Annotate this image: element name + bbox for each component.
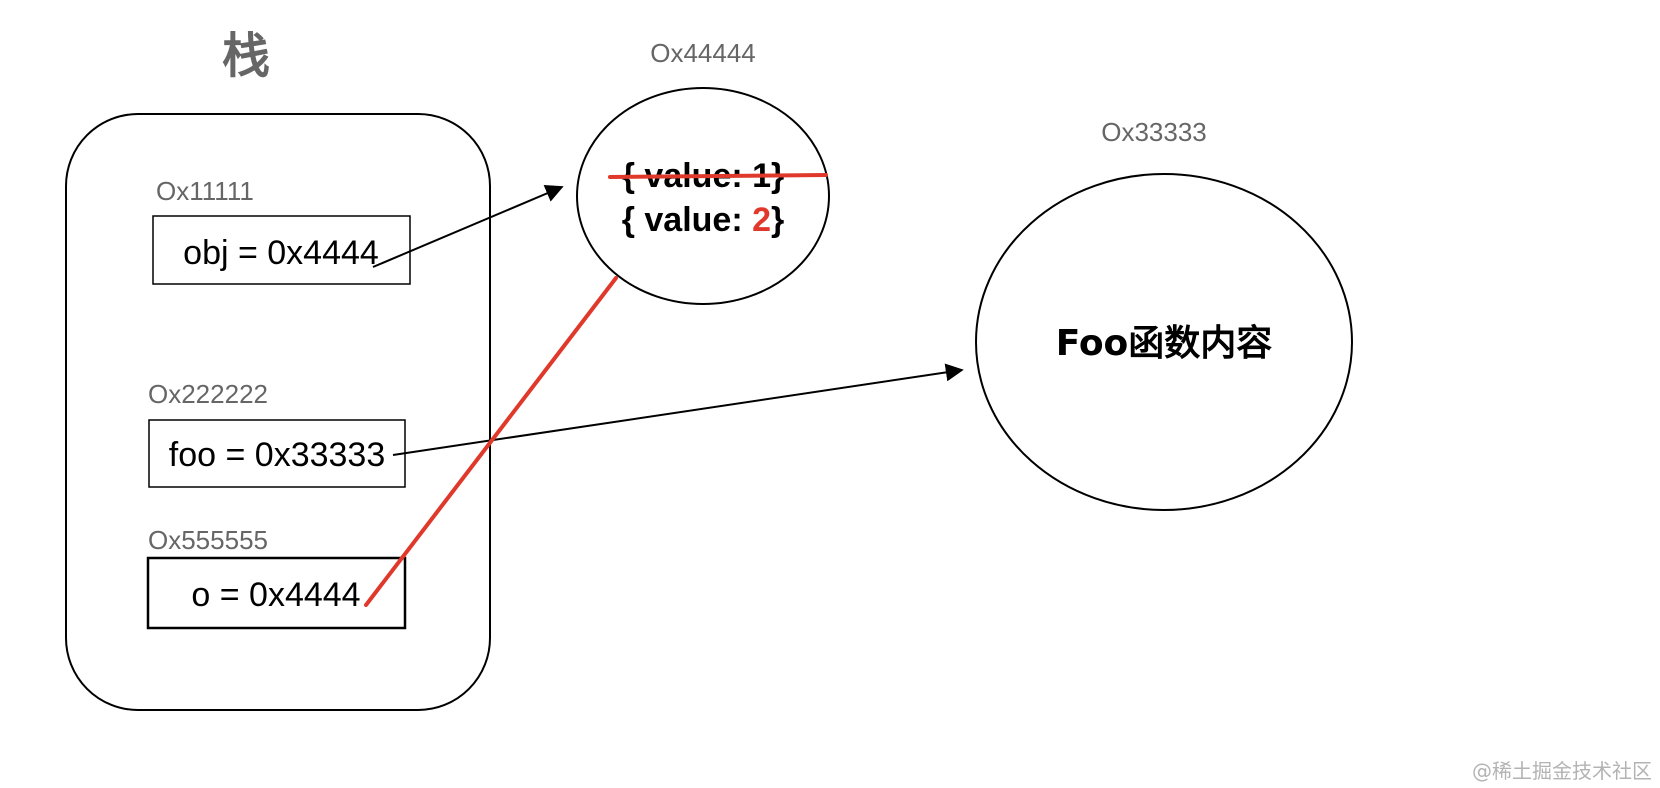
heap-object-new-value: { value: 2}	[622, 201, 785, 239]
stack-cell-address: Ox555555	[148, 525, 268, 555]
stack-container	[65, 113, 491, 711]
new-value-prefix: { value:	[622, 201, 752, 239]
stack-cell-value: obj = 0x4444	[183, 234, 379, 272]
heap-object-address: Ox44444	[650, 38, 756, 68]
stack-title: 栈	[222, 28, 270, 84]
heap-function-content: Foo函数内容	[1056, 323, 1273, 364]
stack-cell-box	[152, 215, 411, 285]
stack-cell-address: Ox222222	[148, 379, 268, 409]
pointer-arrow-obj	[372, 185, 564, 268]
strikethrough-line	[608, 173, 828, 179]
watermark: @稀土掘金技术社区	[1472, 759, 1652, 783]
pointer-line-o	[364, 276, 618, 607]
stack-cell-value: o = 0x4444	[191, 576, 360, 614]
heap-function-ellipse	[975, 173, 1353, 511]
heap-object-ellipse	[576, 87, 830, 305]
stack-cell-address: Ox11111	[156, 176, 254, 206]
pointer-arrow-foo	[392, 363, 964, 456]
new-value-number: 2	[752, 201, 771, 239]
heap-function-address: Ox33333	[1101, 117, 1207, 147]
new-value-suffix: }	[771, 201, 784, 239]
stack-cell-box	[146, 556, 407, 630]
stack-cell-value: foo = 0x33333	[169, 436, 385, 474]
